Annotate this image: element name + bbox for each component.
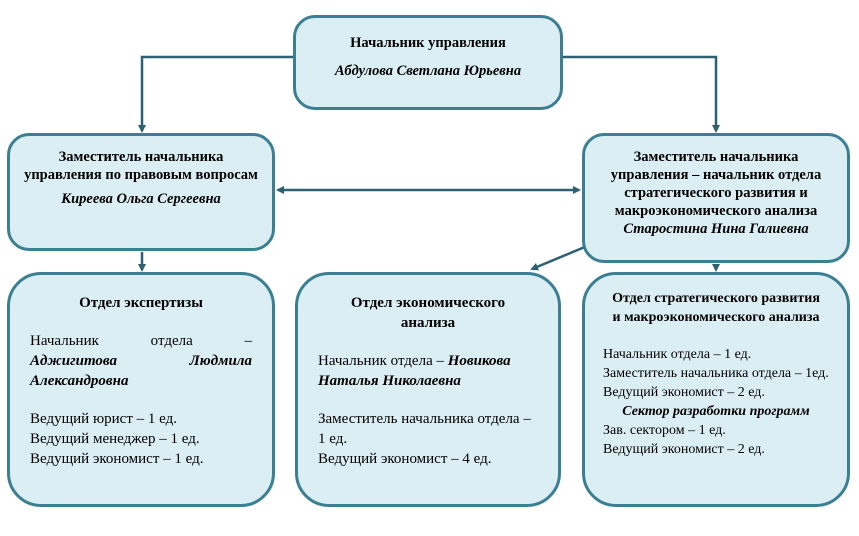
dept-expertise-box: Отдел экспертизы Начальник отдела – Аджи… bbox=[7, 272, 275, 507]
dept-expertise-head-name: Аджигитова Людмила bbox=[30, 351, 252, 371]
deputy-strategic-box: Заместитель начальника управления – нача… bbox=[582, 133, 850, 263]
dept-expertise-head-label: Начальник отдела – bbox=[30, 331, 252, 351]
staff-item: Ведущий экономист – 1 ед. bbox=[30, 451, 204, 467]
head-name: Новикова Наталья Николаевна bbox=[318, 353, 511, 389]
deputy-legal-name: Киреева Ольга Сергеевна bbox=[61, 191, 221, 207]
head-label: Начальник отдела – bbox=[318, 353, 448, 369]
head-label-part: отдела bbox=[150, 333, 193, 349]
head-box: Начальник управления Абдулова Светлана Ю… bbox=[293, 15, 563, 110]
dept-economic-title: Отдел экономического анализа bbox=[350, 295, 506, 331]
sector-title: Сектор разработки программ bbox=[622, 404, 810, 419]
dept-economic-head: Начальник отдела – Новикова Наталья Нико… bbox=[318, 351, 538, 391]
head-name-part: Людмила bbox=[189, 353, 253, 369]
staff-item: Заместитель начальника отдела – 1 ед. bbox=[318, 411, 531, 447]
arrow-strategic-to-economic bbox=[530, 242, 593, 271]
head-name-part: Аджигитова bbox=[30, 353, 118, 369]
dept-expertise-title: Отдел экспертизы bbox=[79, 295, 203, 311]
head-name: Абдулова Светлана Юрьевна bbox=[334, 63, 522, 79]
staff-item: Заместитель начальника отдела – 1ед. bbox=[603, 366, 829, 381]
staff-item: Ведущий экономист – 4 ед. bbox=[318, 451, 492, 467]
staff-item: Ведущий юрист – 1 ед. bbox=[30, 411, 177, 427]
staff-item: Начальник отдела – 1 ед. bbox=[603, 347, 752, 362]
sector-staff-item: Зав. сектором – 1 ед. bbox=[603, 423, 726, 438]
head-title: Начальник управления bbox=[350, 35, 506, 51]
dept-economic-box: Отдел экономического анализа Начальник о… bbox=[295, 272, 561, 507]
staff-item: Ведущий менеджер – 1 ед. bbox=[30, 431, 200, 447]
arrow-head-to-strategic bbox=[563, 55, 720, 133]
deputy-strategic-title: Заместитель начальника управления – нача… bbox=[610, 149, 822, 219]
sector-staff-item: Ведущий экономист – 2 ед. bbox=[603, 442, 765, 457]
dept-strategic-box: Отдел стратегического развития и макроэк… bbox=[582, 272, 850, 507]
head-label-part: Начальник bbox=[30, 333, 99, 349]
deputy-legal-box: Заместитель начальника управления по пра… bbox=[7, 133, 275, 251]
deputy-strategic-name: Старостина Нина Галиевна bbox=[623, 221, 809, 237]
staff-item: Ведущий экономист – 2 ед. bbox=[603, 385, 765, 400]
dept-expertise-head-name-last: Александровна bbox=[30, 373, 129, 389]
arrow-head-to-legal bbox=[138, 55, 293, 133]
head-label-part: – bbox=[244, 333, 253, 349]
dept-strategic-title: Отдел стратегического развития и макроэк… bbox=[612, 291, 820, 325]
deputy-legal-title: Заместитель начальника управления по пра… bbox=[24, 149, 258, 183]
